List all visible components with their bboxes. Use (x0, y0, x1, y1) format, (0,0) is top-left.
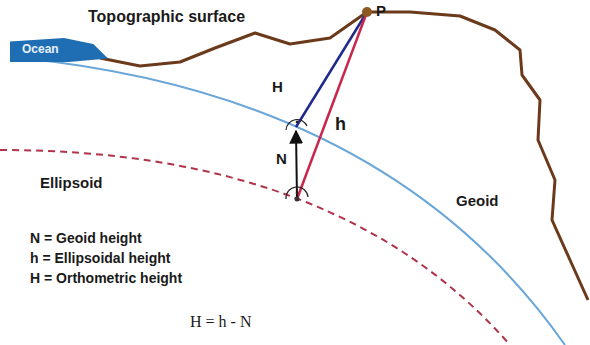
orthometric-symbol: H (272, 78, 283, 95)
point-p (362, 7, 372, 17)
point-label: P (376, 2, 386, 19)
topographic-line (100, 12, 588, 300)
ellipsoid-label: Ellipsoid (40, 174, 103, 191)
formula: H = h - N (190, 313, 251, 331)
ocean-label: Ocean (10, 38, 108, 56)
ocean-shape: Ocean (10, 38, 108, 62)
definition-note: h = Ellipsoidal height (30, 250, 170, 266)
geoid-height-arrow (296, 131, 297, 199)
ellipsoidal-symbol: h (335, 114, 346, 135)
ellipsoid-point (295, 197, 300, 202)
geoid-curve (20, 58, 565, 345)
ellipsoid-curve (0, 150, 510, 345)
right-angle-dot (296, 121, 299, 124)
geoid-height-symbol: N (276, 150, 287, 167)
right-angle-mark (286, 120, 307, 130)
surface-label: Topographic surface (88, 8, 245, 26)
right-angle-dot (296, 192, 299, 195)
ellipsoidal-line (297, 12, 367, 199)
geoid-label: Geoid (456, 192, 499, 209)
definition-note: H = Orthometric height (30, 270, 182, 286)
definition-note: N = Geoid height (30, 230, 142, 246)
